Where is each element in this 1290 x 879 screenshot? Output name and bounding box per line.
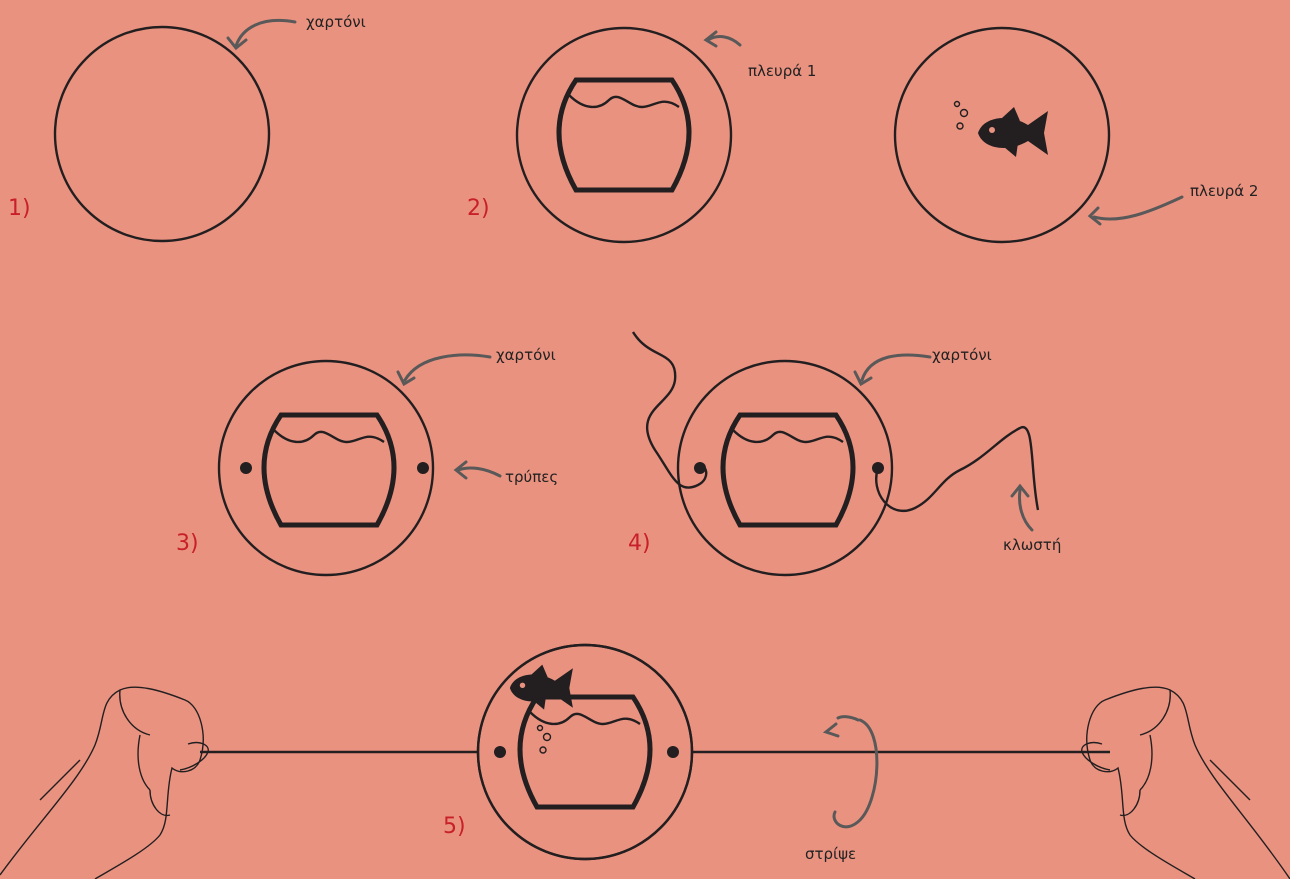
cardboard-arrow [405,355,490,380]
step2-group: πλευρά 1 2) πλευρά 2 [467,28,1258,242]
twist-label: στρίψε [805,845,856,863]
step4-group: χαρτόνι κλωστή 4) [628,332,1061,575]
cardboard-disc [55,27,269,241]
side2-arrow [1094,197,1182,219]
right-hole [667,746,679,758]
right-hand-icon [1082,687,1290,879]
fishbowl-icon [264,415,394,525]
left-hole [240,462,252,474]
bubbles-icon [955,102,968,130]
fishbowl-icon [559,80,689,190]
side1-disc [517,28,731,242]
right-thread [876,427,1038,511]
thread-label: κλωστή [1003,536,1061,554]
cardboard-arrow [862,355,930,380]
step3-group: χαρτόνι τρύπες 3) [176,346,558,575]
cardboard-label: χαρτόνι [496,346,556,364]
left-hand-icon [0,687,208,879]
rotate-arrow-top [838,717,858,720]
side1-label: πλευρά 1 [748,62,816,80]
step1-group: χαρτόνι 1) [8,13,366,241]
step5-number: 5) [443,814,466,839]
cardboard-disc-with-thread [678,361,892,575]
step2-number: 2) [467,196,490,221]
step5-group: 5) στρίψε [0,645,1290,879]
rotate-arrow-icon [834,720,877,827]
cardboard-label: χαρτόνι [932,346,992,364]
holes-label: τρύπες [505,468,558,486]
cardboard-label: χαρτόνι [306,13,366,31]
left-hole [494,746,506,758]
side2-label: πλευρά 2 [1190,182,1258,200]
fishbowl-icon [723,415,853,525]
step3-number: 3) [176,531,199,556]
fish-icon [978,107,1048,157]
step1-number: 1) [8,196,31,221]
thread-arrow [1020,490,1033,530]
right-hole [417,462,429,474]
rotate-arrowhead [826,724,838,736]
step4-number: 4) [628,531,651,556]
